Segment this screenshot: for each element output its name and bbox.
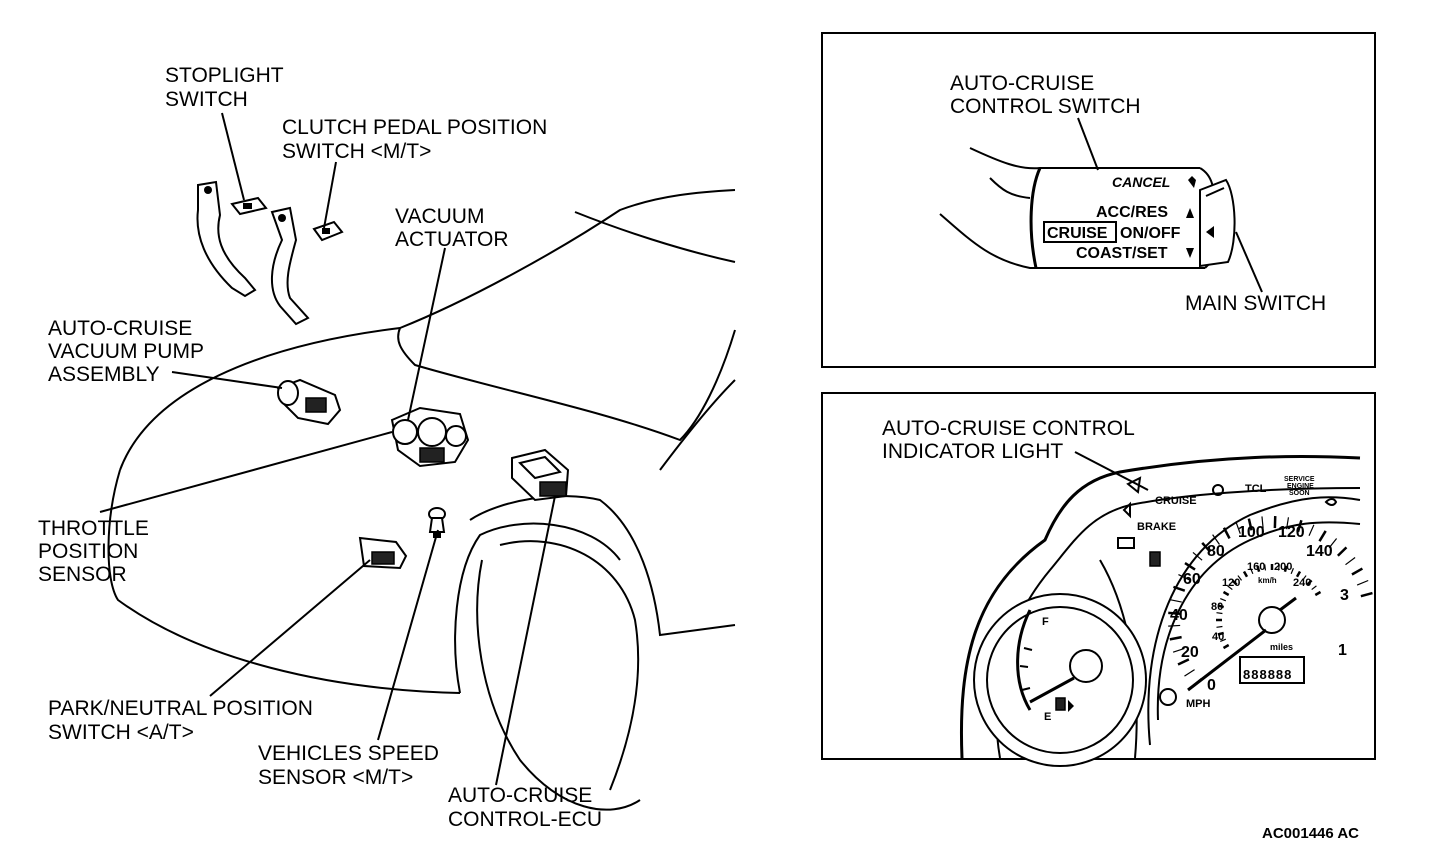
kmh-tick-label: 80 — [1211, 601, 1223, 613]
control-switch-panel: AUTO-CRUISE CONTROL SWITCH CANCEL ACC/RE… — [822, 33, 1375, 367]
mph-tick-label: 20 — [1181, 644, 1199, 661]
label-text: SWITCH <M/T> — [282, 140, 431, 163]
service-label: ENGINE — [1287, 483, 1314, 490]
clutch-switch — [314, 222, 342, 240]
panel-frame — [822, 33, 1375, 367]
brake-indicator-label: BRAKE — [1137, 521, 1176, 533]
coast-set-label: COAST/SET — [1076, 245, 1168, 262]
label-text: VACUUM — [395, 205, 484, 228]
label-text: AUTO-CRUISE CONTROL — [882, 417, 1135, 440]
acc-res-label: ACC/RES — [1096, 204, 1168, 221]
kmh-tick-label: 200 — [1274, 561, 1292, 573]
tcl-label: TCL — [1245, 483, 1267, 495]
fuel-gauge: F E — [974, 594, 1146, 766]
label-text: SENSOR — [38, 563, 127, 586]
label-text: THROTTLE — [38, 517, 149, 540]
label-throttle-sensor: THROTTLE POSITION SENSOR — [38, 517, 149, 586]
label-speed-sensor: VEHICLES SPEED SENSOR <M/T> — [258, 742, 439, 789]
clutch-pedal — [272, 208, 308, 324]
label-text: STOPLIGHT — [165, 64, 284, 87]
label-vacuum-pump: AUTO-CRUISE VACUUM PUMP ASSEMBLY — [48, 317, 204, 386]
label-vacuum-actuator: VACUUM ACTUATOR — [395, 205, 509, 251]
mph-unit-label: MPH — [1186, 698, 1211, 710]
kmh-unit-label: km/h — [1258, 576, 1277, 585]
indicator-light-panel: F E 0 20 40 60 80 100 120 140 — [822, 393, 1375, 766]
label-text: VEHICLES SPEED — [258, 742, 439, 765]
cruise-indicator-label: CRUISE — [1155, 495, 1197, 507]
vacuum-pump-assembly — [278, 380, 340, 424]
mph-tick-label: 40 — [1170, 607, 1188, 624]
label-stoplight-switch: STOPLIGHT SWITCH — [165, 64, 284, 111]
service-label: SOON — [1289, 490, 1310, 497]
label-text: CONTROL SWITCH — [950, 95, 1141, 118]
label-text: INDICATOR LIGHT — [882, 440, 1063, 463]
label-main-switch: MAIN SWITCH — [1185, 292, 1326, 315]
kmh-tick-label: 120 — [1222, 577, 1240, 589]
label-text: ACTUATOR — [395, 228, 509, 251]
fuel-warning-icon — [1150, 552, 1160, 566]
on-off-label: ON/OFF — [1120, 225, 1181, 242]
brake-pedal — [197, 182, 255, 296]
label-clutch-switch: CLUTCH PEDAL POSITION SWITCH <M/T> — [282, 116, 547, 163]
label-text: SWITCH <A/T> — [48, 721, 194, 744]
cancel-label: CANCEL — [1112, 174, 1170, 190]
label-text: SENSOR <M/T> — [258, 766, 413, 789]
label-text: AUTO-CRUISE — [48, 317, 192, 340]
label-text: CONTROL-ECU — [448, 808, 602, 831]
vacuum-actuator — [392, 408, 468, 466]
cruise-control-ecu — [512, 450, 568, 500]
figure-code: AC001446 AC — [1262, 825, 1359, 842]
stoplight-switch — [232, 198, 266, 214]
label-text: VACUUM PUMP — [48, 340, 204, 363]
fuel-pump-icon — [1056, 698, 1065, 710]
mph-tick-label: 100 — [1238, 524, 1265, 541]
tick-fragment: 1 — [1338, 642, 1347, 659]
label-text: ASSEMBLY — [48, 363, 160, 386]
odometer-value: 888888 — [1243, 667, 1292, 682]
speedo-tick — [1168, 625, 1180, 626]
service-label: SERVICE — [1284, 476, 1315, 483]
label-text: AUTO-CRUISE — [950, 72, 1094, 95]
kmh-tick-label: 240 — [1293, 577, 1311, 589]
label-text: POSITION — [38, 540, 138, 563]
cruise-label: CRUISE — [1047, 225, 1108, 242]
fuel-empty-label: E — [1044, 711, 1051, 723]
mph-tick-label: 80 — [1207, 543, 1225, 560]
label-text: PARK/NEUTRAL POSITION — [48, 697, 313, 720]
speedo-tick — [1216, 627, 1222, 628]
label-cruise-ecu: AUTO-CRUISE CONTROL-ECU — [448, 784, 602, 831]
mph-tick-label: 140 — [1306, 543, 1333, 560]
label-text: AUTO-CRUISE — [448, 784, 592, 807]
label-text: CLUTCH PEDAL POSITION — [282, 116, 547, 139]
mph-tick-label: 0 — [1207, 677, 1216, 694]
kmh-tick-label: 40 — [1212, 631, 1224, 643]
miles-unit-label: miles — [1270, 642, 1293, 652]
mph-tick-label: 60 — [1183, 571, 1201, 588]
label-text: SWITCH — [165, 88, 248, 111]
mph-tick-label: 120 — [1278, 524, 1305, 541]
fuel-full-label: F — [1042, 616, 1049, 628]
tick-fragment: 3 — [1340, 587, 1349, 604]
kmh-tick-label: 160 — [1247, 561, 1265, 573]
label-park-neutral-switch: PARK/NEUTRAL POSITION SWITCH <A/T> — [48, 697, 313, 744]
trip-reset-knob — [1160, 689, 1176, 705]
